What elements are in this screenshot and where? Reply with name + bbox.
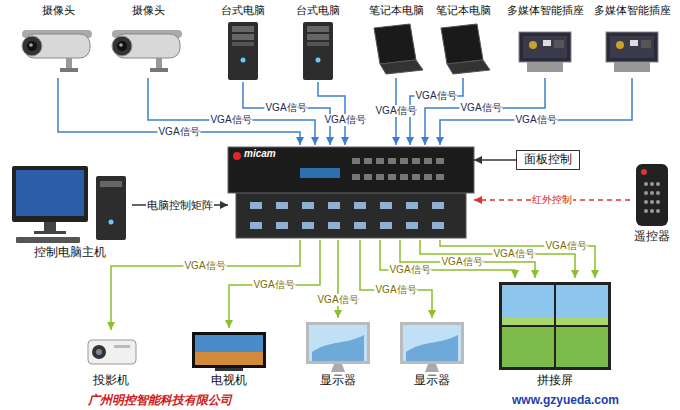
laptop-node: 笔记本电脑 [366,4,427,78]
edge-label: VGA信号 [544,240,587,252]
node-label: 摄像头 [42,4,75,17]
edge-label: VGA信号 [514,114,557,126]
signal-connector [440,240,595,278]
edge-label: VGA信号 [440,256,483,268]
edge-label: VGA信号 [414,90,457,102]
video-wall-icon [499,282,611,370]
tv-icon [192,332,266,371]
node-label: 台式电脑 [221,4,265,17]
camera-node: 摄像头 [17,4,99,78]
edge-label: VGA信号 [388,264,431,276]
laptop-node: 笔记本电脑 [433,4,494,78]
matrix-rack-icon [228,147,474,238]
node-label: 遥控器 [634,230,670,244]
node-label: 显示器 [414,374,450,388]
signal-connector [474,159,516,161]
desktop-node: 台式电脑 [288,4,348,82]
company-name: 广州明控智能科技有限公司 [88,393,232,407]
node-label: 台式电脑 [296,4,340,17]
node-label: 电视机 [211,374,247,388]
edge-label: VGA信号 [316,294,359,306]
edge-label: VGA信号 [459,102,502,114]
signal-connector [440,78,632,145]
edge-label: 红外控制 [531,194,573,206]
edge-label: VGA信号 [492,248,535,260]
control-pc-node: 控制电脑主机 [8,160,132,260]
edge-label: VGA信号 [374,284,417,296]
signal-connector [410,78,463,145]
edge-label: VGA信号 [157,126,200,138]
panel-control-box: 面板控制 [516,150,580,170]
monitor-node: 显示器 [397,318,467,388]
node-label: 拼接屏 [537,374,573,388]
node-label: micam [244,148,276,160]
node-label: 笔记本电脑 [436,4,491,17]
video-wall-node: 拼接屏 [493,278,617,388]
smart-socket-icon [519,32,571,72]
matrix-switcher: micam [228,145,474,240]
signal-connector [243,82,330,145]
desktop-tower-icon [303,22,333,80]
laptop-icon [374,24,423,74]
control-pc-icon [12,166,126,243]
projector-node: 投影机 [78,330,144,388]
signal-connector [425,78,545,145]
node-label: 摄像头 [132,4,165,17]
signal-connector [360,240,432,318]
node-label: 多媒体智能插座 [594,4,671,17]
website-url: www.gzyueda.com [512,393,619,407]
socket-node: 多媒体智能插座 [504,4,587,78]
edge-label: 电脑控制矩阵 [146,199,214,211]
remote-control-icon [636,164,668,226]
smart-socket-icon [606,32,658,72]
monitor-icon [400,322,464,372]
edge-label: VGA信号 [374,105,417,117]
signal-connector [229,240,320,328]
tv-node: 电视机 [189,328,269,388]
laptop-icon [441,24,490,74]
monitor-icon [306,322,370,372]
node-label: 多媒体智能插座 [507,4,584,17]
edge-label: VGA信号 [209,114,252,126]
edge-label: VGA信号 [264,102,307,114]
remote-node: 遥控器 [630,160,674,244]
camera-icon [112,30,182,72]
edge-label: VGA信号 [183,260,226,272]
edge-label: VGA信号 [252,279,295,291]
node-label: 显示器 [320,374,356,388]
camera-icon [22,30,92,72]
node-label: 笔记本电脑 [369,4,424,17]
projector-icon [88,340,136,364]
camera-node: 摄像头 [107,4,189,78]
signal-connector [111,240,300,330]
desktop-tower-icon [228,22,258,80]
socket-node: 多媒体智能插座 [591,4,674,78]
node-label: 投影机 [93,374,129,388]
monitor-node: 显示器 [303,318,373,388]
node-label: 面板控制 [524,153,572,167]
node-label: 控制电脑主机 [34,246,106,260]
signal-connector [337,240,339,318]
signal-connector [148,78,315,145]
desktop-node: 台式电脑 [213,4,273,82]
edge-label: VGA信号 [323,114,366,126]
